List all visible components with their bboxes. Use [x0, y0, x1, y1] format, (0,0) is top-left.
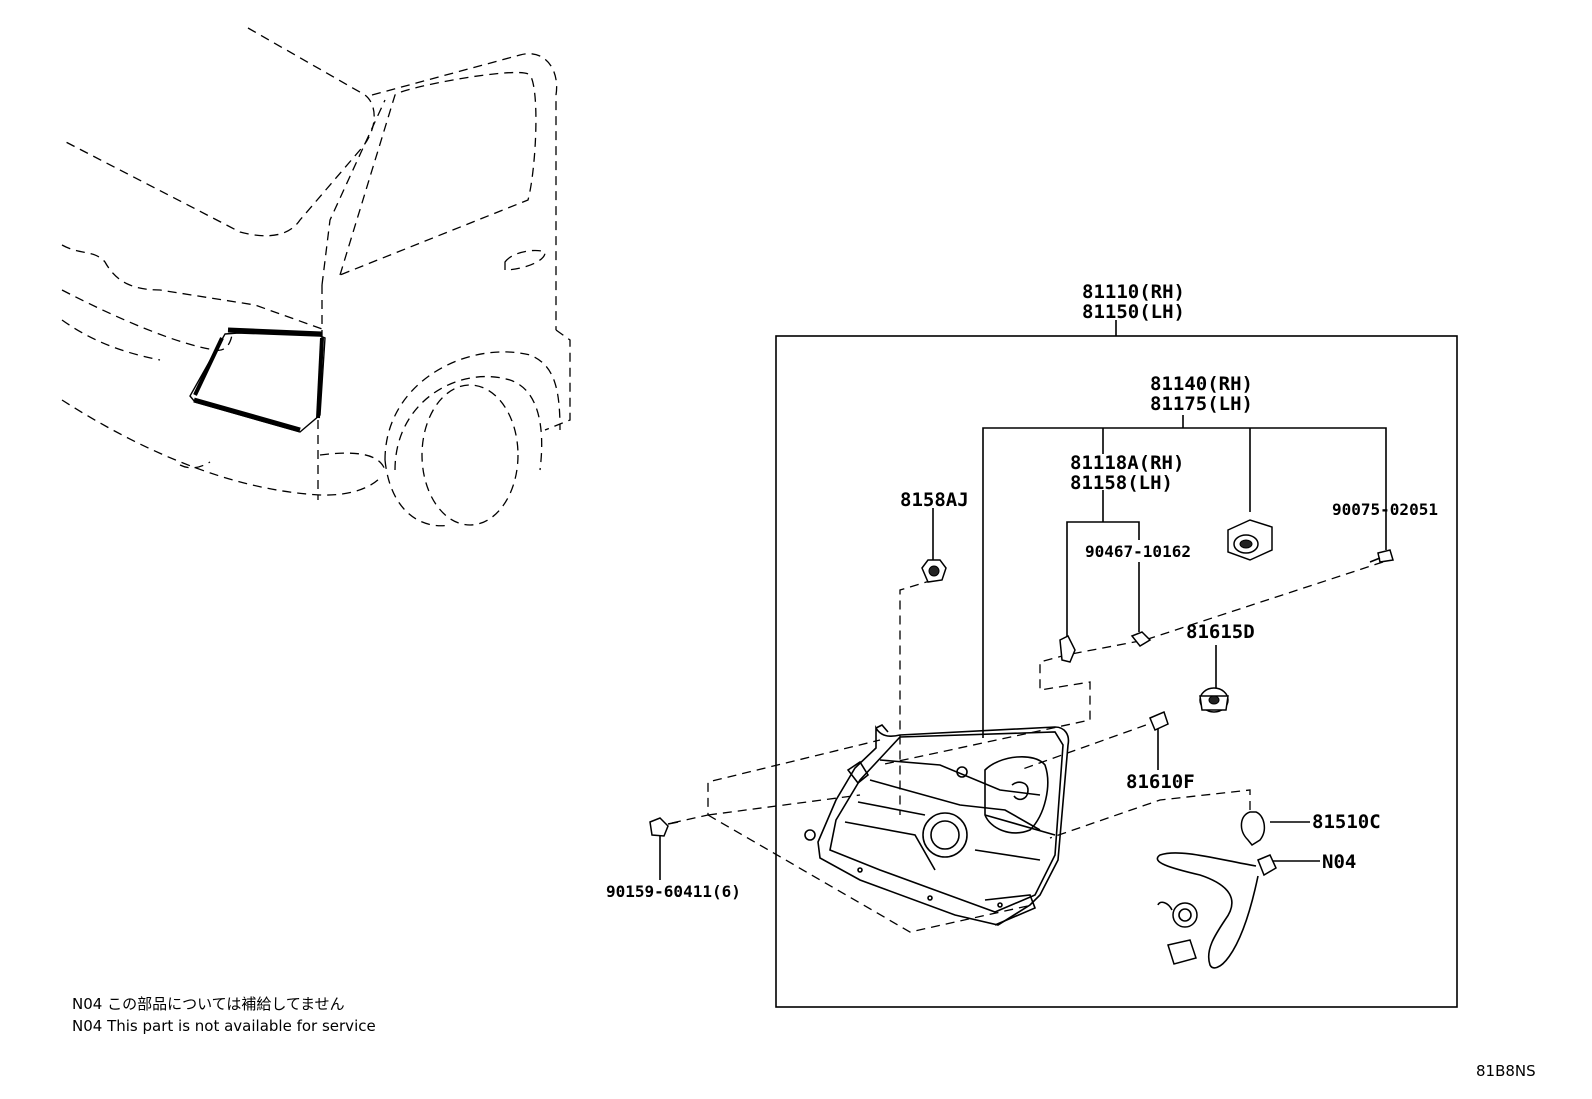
headlamp-assembly	[804, 724, 1070, 926]
wire-harness-part	[1156, 852, 1277, 969]
label-housing-rh: 81140(RH)	[1150, 373, 1253, 395]
small-screw-part	[1130, 631, 1152, 647]
label-housing-lh: 81175(LH)	[1150, 393, 1253, 415]
footnotes: N04 この部品については補給してません N04 This part is no…	[72, 995, 376, 1035]
vehicle-outline	[61, 27, 571, 527]
label-screw-small: 90467-10162	[1085, 542, 1191, 561]
label-assembly-rh: 81110(RH)	[1082, 281, 1185, 303]
note-japanese: N04 この部品については補給してません	[72, 995, 345, 1013]
bracket-clip-part	[1059, 634, 1076, 663]
wedge-bulb-part	[1149, 710, 1169, 732]
screw-right-part	[1369, 549, 1394, 563]
assembly-frame	[775, 335, 1458, 1008]
nut-part	[921, 559, 947, 583]
label-bracket-lh: 81158(LH)	[1070, 472, 1173, 494]
label-mount-screw: 90159-60411(6)	[606, 882, 741, 901]
socket-part	[1199, 687, 1229, 713]
diagram-code: 81B8NS	[1476, 1062, 1536, 1080]
label-assembly-lh: 81150(LH)	[1082, 301, 1185, 323]
label-bracket-rh: 81118A(RH)	[1070, 452, 1184, 474]
mount-screw-part	[649, 817, 679, 837]
label-wire: N04	[1322, 851, 1356, 873]
label-screw-right: 90075-02051	[1332, 500, 1438, 519]
label-bulb: 81510C	[1312, 811, 1381, 833]
note-english: N04 This part is not available for servi…	[72, 1017, 376, 1035]
bulb-part	[1240, 811, 1266, 846]
label-socket: 81615D	[1186, 621, 1255, 643]
label-wedge-bulb: 81610F	[1126, 771, 1195, 793]
label-nut: 8158AJ	[900, 489, 969, 511]
part-labels: 81110(RH) 81150(LH) 81140(RH) 81175(LH) …	[606, 281, 1438, 901]
housing-socket-part	[1227, 519, 1273, 561]
assembly-dashed-lines	[671, 561, 1384, 933]
